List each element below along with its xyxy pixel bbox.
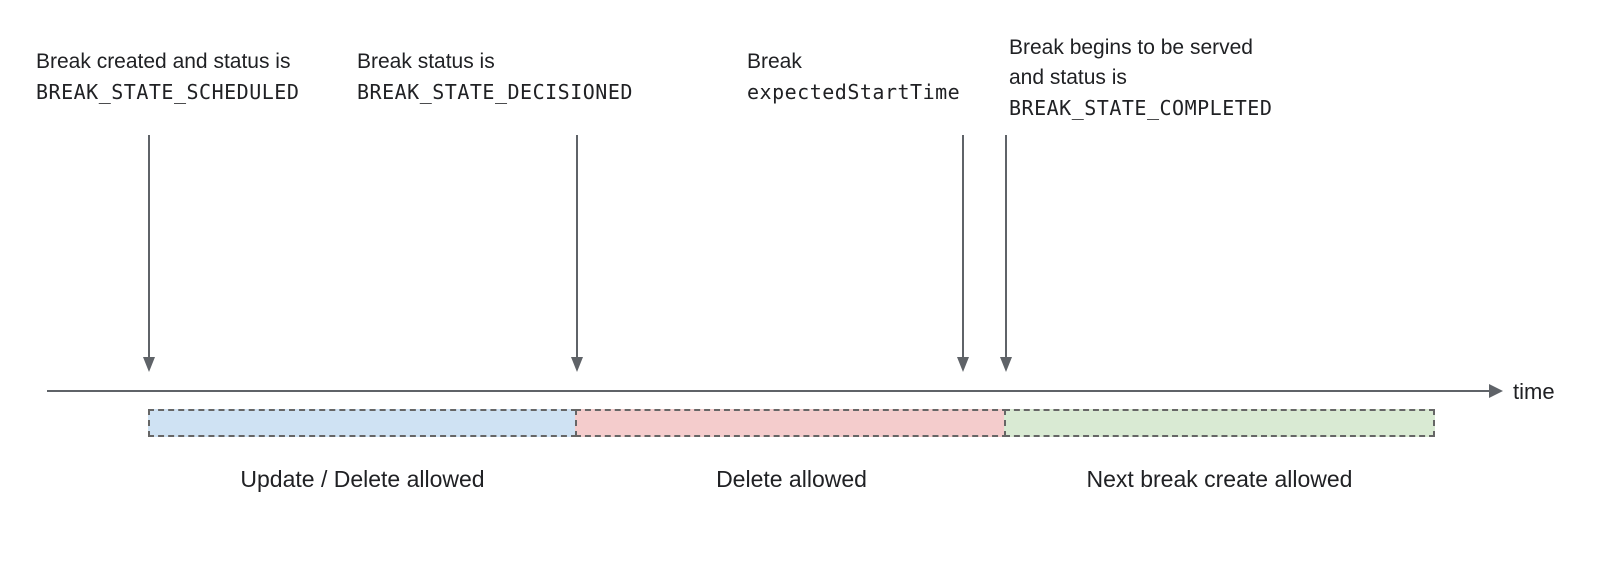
down-arrow-line-scheduled — [148, 135, 150, 358]
annotation-state-code: BREAK_STATE_SCHEDULED — [36, 80, 300, 104]
time-axis-line — [47, 390, 1490, 392]
annotation-state-code: BREAK_STATE_COMPLETED — [1009, 96, 1273, 120]
segment-next-break-create-allowed — [1004, 409, 1435, 437]
annotation-text: Break — [747, 50, 802, 73]
segment-label: Delete allowed — [716, 466, 867, 492]
annotation-break-decisioned: Break status is BREAK_STATE_DECISIONED — [357, 47, 633, 107]
down-arrow-head-icon — [571, 357, 583, 372]
down-arrow-head-icon — [1000, 357, 1012, 372]
annotation-state-code: BREAK_STATE_DECISIONED — [357, 80, 633, 104]
down-arrow-line-decisioned — [576, 135, 578, 358]
segment-label: Update / Delete allowed — [240, 466, 485, 492]
annotation-break-expected-start-time: Break expectedStartTime — [747, 47, 960, 107]
down-arrow-head-icon — [957, 357, 969, 372]
time-axis-label: time — [1513, 379, 1555, 404]
right-arrow-head-icon — [1489, 384, 1503, 398]
down-arrow-line-expected-start — [962, 135, 964, 358]
annotation-text: Break status is — [357, 50, 495, 73]
annotation-break-completed: Break begins to be served and status is … — [1009, 33, 1272, 123]
annotation-text: Break created and status is — [36, 50, 291, 73]
annotation-text: Break begins to be served — [1009, 36, 1253, 59]
segment-delete-allowed — [575, 409, 1008, 437]
annotation-text: and status is — [1009, 66, 1127, 89]
segment-label: Next break create allowed — [1086, 466, 1353, 492]
segment-update-delete-allowed — [148, 409, 577, 437]
annotation-state-code: expectedStartTime — [747, 80, 961, 104]
down-arrow-head-icon — [143, 357, 155, 372]
down-arrow-line-completed — [1005, 135, 1007, 358]
annotation-break-scheduled: Break created and status is BREAK_STATE_… — [36, 47, 299, 107]
